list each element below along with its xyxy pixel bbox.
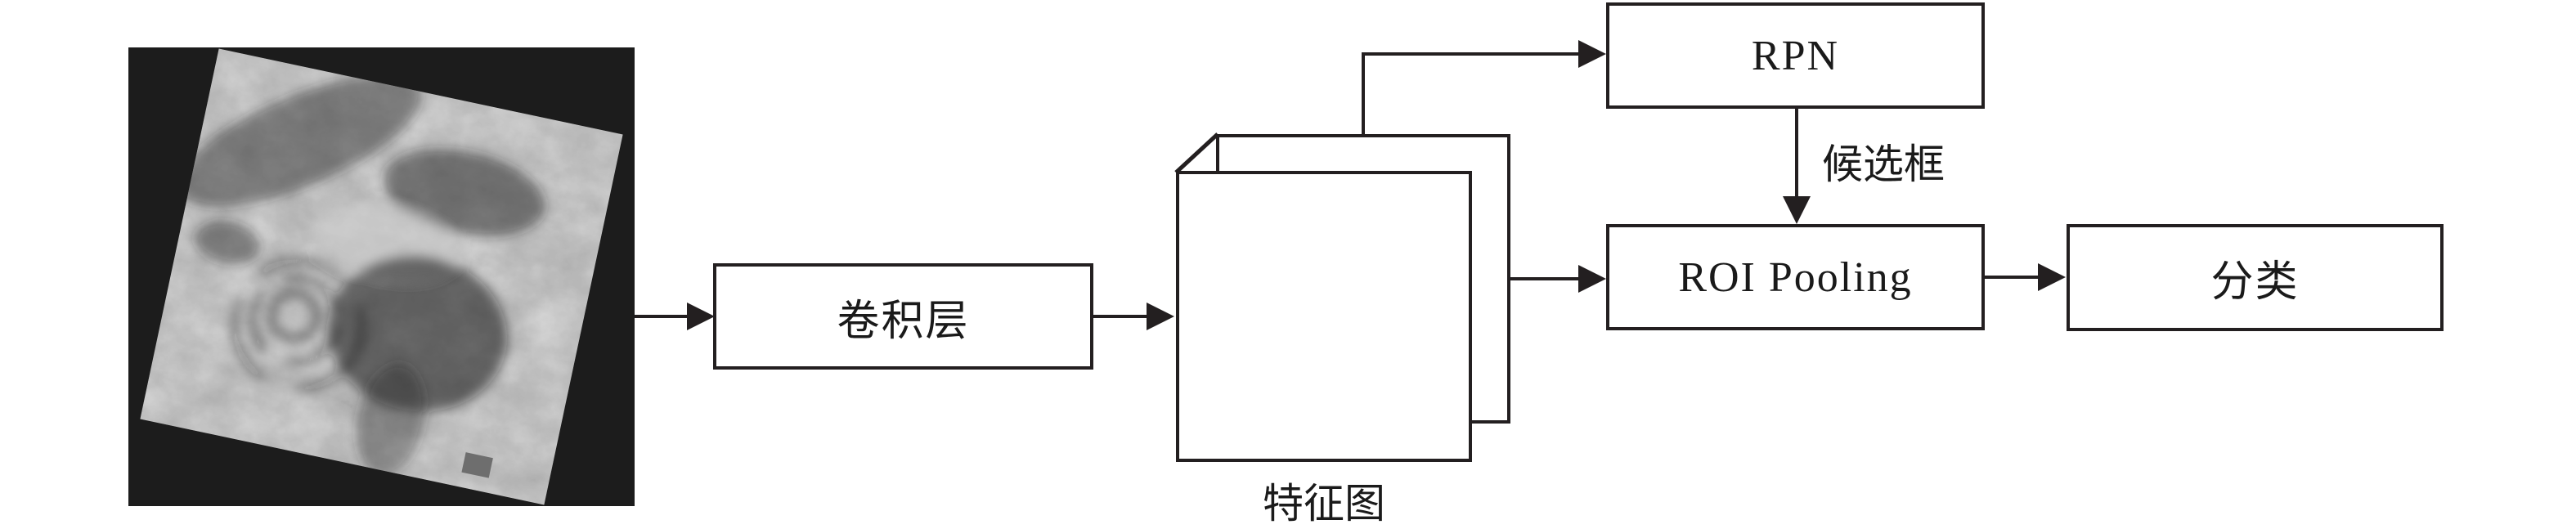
rpn-label: RPN — [1751, 32, 1840, 79]
edge-conv-to-featuremap-line — [1093, 315, 1148, 318]
feature-map-caption: 特征图 — [1263, 481, 1385, 527]
feature-map-fold-line — [1174, 132, 1219, 174]
input-sar-image-frame — [128, 47, 635, 506]
sar-texture — [140, 48, 623, 505]
edge-featuremap-to-rpn-line — [1362, 52, 1580, 56]
edge-featuremap-to-roi-line — [1509, 277, 1580, 280]
edge-featuremap-to-rpn-arrowhead-icon — [1578, 40, 1606, 68]
edge-roi-to-classification-arrowhead-icon — [2038, 263, 2066, 291]
edge-rpn-to-roi-line — [1795, 109, 1798, 198]
feature-map-front-sheet — [1176, 171, 1472, 462]
edge-roi-to-classification-line — [1985, 276, 2040, 279]
node-rpn: RPN — [1606, 2, 1985, 109]
node-classification: 分类 — [2067, 224, 2444, 331]
node-conv-layer: 卷积层 — [713, 263, 1093, 370]
roi-pooling-label: ROI Pooling — [1678, 253, 1913, 301]
edge-rpn-to-roi-arrowhead-icon — [1783, 196, 1811, 224]
edge-image-to-conv-arrowhead-icon — [687, 303, 715, 330]
node-roi-pooling: ROI Pooling — [1606, 224, 1985, 330]
proposal-edge-label: 候选框 — [1822, 141, 1945, 187]
input-sar-image — [140, 48, 623, 505]
edge-image-to-conv-line — [635, 315, 689, 318]
edge-conv-to-featuremap-arrowhead-icon — [1147, 303, 1174, 330]
conv-layer-label: 卷积层 — [837, 298, 970, 345]
classification-label: 分类 — [2210, 259, 2300, 306]
edge-featuremap-to-roi-arrowhead-icon — [1578, 265, 1606, 293]
edge-featuremap-to-rpn-vline — [1362, 54, 1365, 137]
